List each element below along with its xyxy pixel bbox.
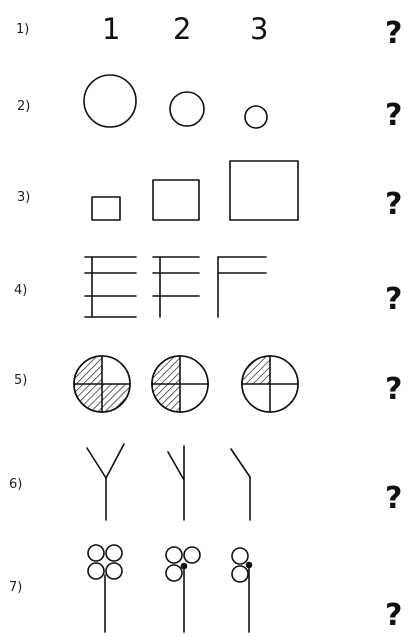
y-shape-2 <box>168 446 184 520</box>
letter-e-shape <box>153 257 199 317</box>
row-6-figures <box>87 444 250 520</box>
y-shape-1 <box>87 444 124 520</box>
circle-large <box>84 75 136 127</box>
square-large <box>230 161 298 220</box>
square-medium <box>153 180 199 220</box>
circle-medium <box>170 92 204 126</box>
flower-three-petals <box>166 547 200 632</box>
row-4-figures <box>85 257 266 317</box>
hatched-circle-3 <box>242 356 298 412</box>
square-small <box>92 197 120 220</box>
letter-e-shape <box>85 257 136 317</box>
y-shape-3 <box>231 449 250 520</box>
flower-four-petals <box>88 545 122 632</box>
row-5-figures <box>74 356 298 412</box>
hatched-circle-2 <box>152 356 208 412</box>
hatched-circle-1 <box>74 356 130 412</box>
flower-two-petals <box>232 548 252 632</box>
row-7-figures <box>88 545 252 632</box>
row-2-figures <box>84 75 267 128</box>
letter-f-shape <box>218 257 266 317</box>
circle-small <box>245 106 267 128</box>
row-3-figures <box>92 161 298 220</box>
